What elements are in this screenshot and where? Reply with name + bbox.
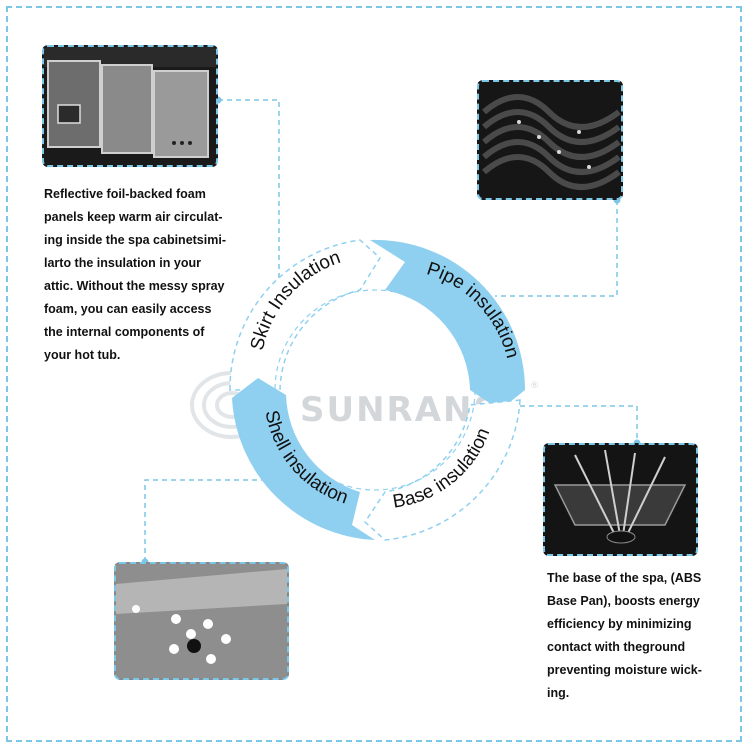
connector-lines xyxy=(144,99,638,562)
watermark-text: SUNRANS xyxy=(300,390,500,430)
svg-text:®: ® xyxy=(530,381,539,391)
skirt-panels-photo xyxy=(42,45,218,167)
pipe-segment xyxy=(370,239,526,410)
base-description: The base of the spa, (ABS Base Pan), boo… xyxy=(547,571,702,700)
base-pan-photo xyxy=(543,443,698,556)
skirt-segment xyxy=(229,239,381,391)
pipe-bundle-photo xyxy=(477,80,623,200)
inner-dashed-ring xyxy=(274,289,476,491)
shell-foam-photo xyxy=(114,562,289,680)
base-segment xyxy=(364,399,521,541)
dashed-border-frame xyxy=(6,6,742,742)
shell-segment xyxy=(232,378,375,540)
skirt-description: Reflective foil-backed foam panels keep … xyxy=(44,187,226,362)
